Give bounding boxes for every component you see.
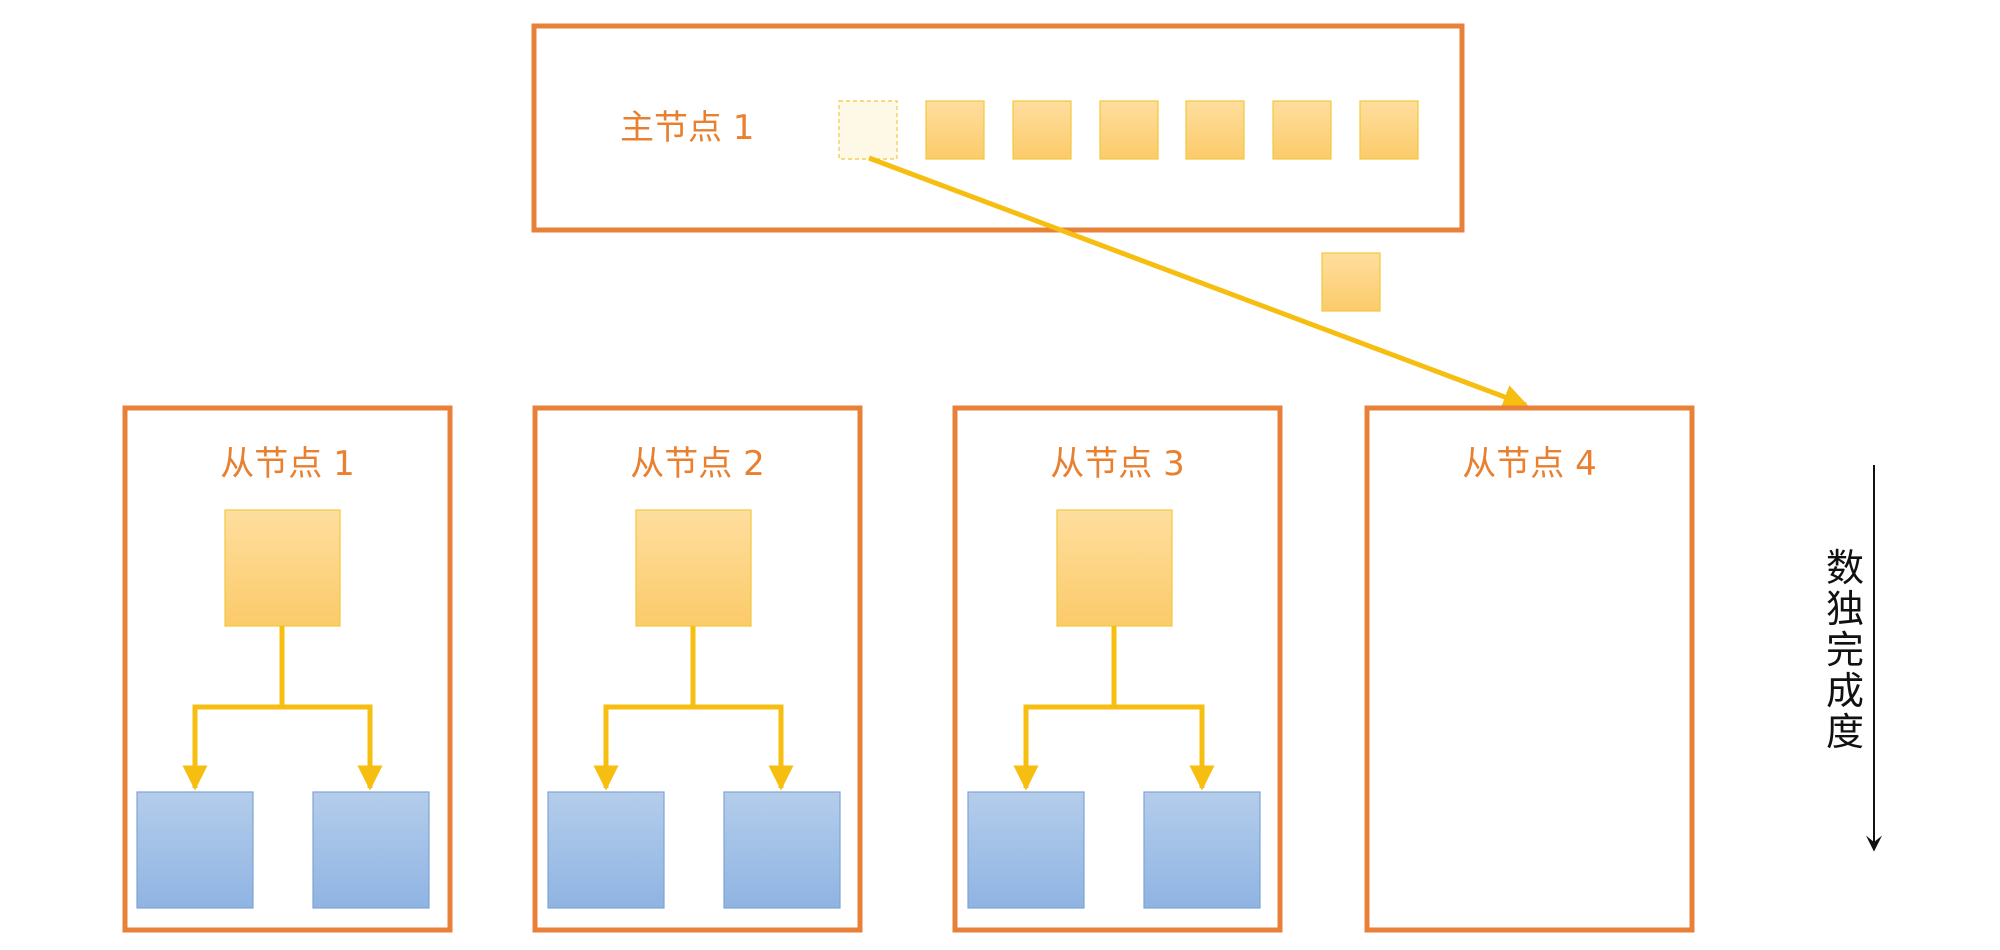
master-task bbox=[1185, 100, 1245, 160]
slave-node-label-4: 从节点 4 bbox=[1462, 444, 1597, 484]
slave-node-box-2 bbox=[532, 405, 863, 933]
branch-connector bbox=[1013, 704, 1215, 791]
parent-task bbox=[635, 509, 752, 627]
slave-3-task-tree bbox=[967, 509, 1261, 909]
slave-node-label-1: 从节点 1 bbox=[220, 444, 355, 484]
master-task bbox=[1012, 100, 1072, 160]
master-task bbox=[925, 100, 985, 160]
slave-node-label-2: 从节点 2 bbox=[630, 444, 765, 484]
slave-node-label-3: 从节点 3 bbox=[1050, 444, 1185, 484]
slave-2-task-tree bbox=[547, 509, 841, 909]
master-node-label: 主节点 1 bbox=[620, 108, 755, 148]
child-task bbox=[136, 791, 254, 909]
master-task-placeholder bbox=[838, 100, 898, 160]
child-task bbox=[1143, 791, 1261, 909]
branch-connector bbox=[182, 704, 383, 791]
in-transit-task bbox=[1321, 252, 1381, 312]
task-transfer-arrow bbox=[868, 155, 1529, 409]
child-task bbox=[723, 791, 841, 909]
master-task bbox=[1272, 100, 1332, 160]
slave-node-box-4 bbox=[1364, 405, 1695, 933]
child-task bbox=[967, 791, 1085, 909]
parent-task bbox=[224, 509, 341, 627]
child-task bbox=[547, 791, 665, 909]
progress-axis-label: 数独完成度 bbox=[1825, 546, 1864, 754]
child-task bbox=[312, 791, 430, 909]
slave-node-box-1 bbox=[122, 405, 453, 933]
slave-1-task-tree bbox=[136, 509, 430, 909]
parent-task bbox=[1056, 509, 1173, 627]
master-task bbox=[1359, 100, 1419, 160]
master-node-box bbox=[531, 23, 1465, 233]
slave-node-box-3 bbox=[952, 405, 1283, 933]
branch-connector bbox=[593, 704, 794, 791]
master-task bbox=[1099, 100, 1159, 160]
